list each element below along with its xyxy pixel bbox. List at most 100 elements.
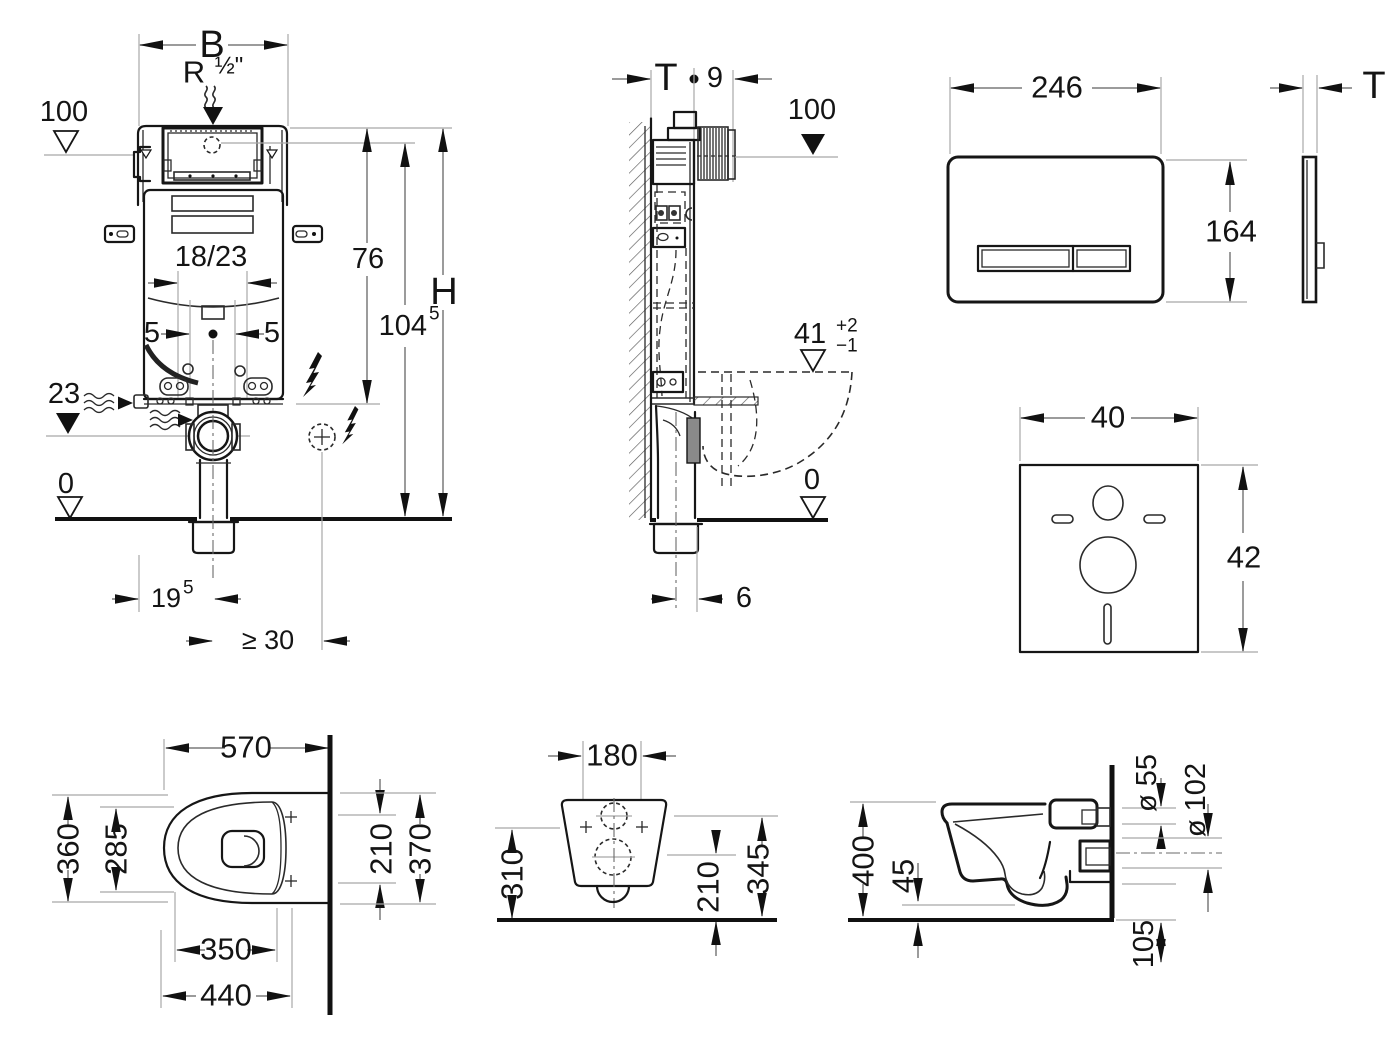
- front-elevation-view: B R ½" 100: [40, 24, 458, 655]
- dim-210-label: 210: [691, 861, 726, 913]
- electrical-connection-point: [308, 406, 359, 451]
- sound-pad: [1018, 463, 1200, 654]
- sound-insulation-pad-view: 40 42: [1018, 400, 1261, 654]
- level-0-marker: [56, 496, 84, 520]
- dim-T-label: T: [1362, 65, 1385, 107]
- dim-310-label: 310: [495, 848, 530, 900]
- dim-40-label: 40: [1091, 400, 1125, 435]
- dim-285-label: 285: [99, 823, 134, 875]
- toilet-top-view: 570 360 285 210: [51, 730, 438, 1015]
- dim-370-label: 370: [403, 823, 438, 875]
- water-inlet-arrows: [83, 392, 193, 431]
- cistern-label-plate: [171, 195, 254, 212]
- dim-41-tol-minus: −1: [836, 336, 858, 357]
- center-point: [208, 329, 218, 339]
- level-23-label: 23: [48, 378, 80, 410]
- toilet-rear-view: 180 310 210 345: [495, 738, 778, 956]
- flush-plate-side: [1301, 155, 1318, 304]
- side-section-view: T 9: [612, 57, 858, 614]
- dim-105-label: 105: [1128, 920, 1160, 968]
- dim-345-label: 345: [741, 843, 776, 895]
- dim-frame-width-label: B: [199, 24, 224, 66]
- flush-plate-side-view: T: [1270, 65, 1386, 304]
- trap-cover: [595, 884, 631, 904]
- dim-min30-label: ≥ 30: [242, 625, 294, 655]
- dim-offset-range-label: 18/23: [175, 241, 248, 273]
- flush-plate: [946, 155, 1165, 304]
- dim-360-label: 360: [51, 823, 86, 875]
- wall-hatch: [629, 122, 651, 520]
- dim-9-label: 9: [707, 62, 723, 94]
- fixing-bolt-marker: [636, 821, 648, 833]
- dim-195-sup: 5: [183, 578, 194, 599]
- level-0-label: 0: [804, 464, 820, 496]
- dim-H-label: H: [430, 271, 457, 313]
- electrical-bolt-icon: [342, 406, 359, 445]
- dim-45-label: 45: [886, 859, 921, 893]
- pad-slot-left: [1051, 514, 1074, 524]
- wall-bracket-left: [103, 224, 136, 244]
- electrical-bolt-icon: [303, 352, 322, 397]
- pad-hole-top: [1092, 485, 1124, 521]
- dim-gap-right-label: 5: [264, 317, 280, 349]
- level-41-marker: [799, 349, 827, 373]
- frame-top-section: [132, 124, 289, 207]
- frame-side-profile: [651, 110, 759, 406]
- wc-side-profile: [940, 798, 1112, 907]
- dim-T-label: T: [654, 57, 677, 99]
- dim-41-tol-plus: +2: [836, 316, 858, 337]
- supply-connection-circle: [203, 136, 221, 154]
- dim-inlet-dia-label: ø 55: [1131, 754, 1163, 812]
- dim-76-label: 76: [352, 243, 384, 275]
- fixing-bolt-marker: [285, 811, 297, 823]
- level-23-marker: [56, 413, 80, 434]
- flush-bend-corrugation: [697, 126, 736, 181]
- dim-42-label: 42: [1227, 540, 1261, 575]
- wc-bowl-outline: [162, 791, 330, 905]
- flush-plate-front-view: 246 164: [946, 70, 1257, 304]
- wc-pan-dashed-outline: [698, 371, 853, 487]
- dim-210-label: 210: [364, 823, 399, 875]
- dim-400-label: 400: [846, 835, 881, 887]
- drain-elbow: [648, 404, 704, 612]
- supply-thread-label: R: [183, 55, 205, 90]
- cistern-mechanism: [133, 343, 322, 409]
- water-supply-arrow: [203, 85, 223, 125]
- dim-104-sup: 5: [429, 304, 440, 325]
- level-0-marker: [799, 496, 827, 520]
- plate-clip: [1316, 242, 1325, 269]
- dim-164-label: 164: [1205, 214, 1257, 249]
- inspection-box: [161, 126, 264, 185]
- level-0-label: 0: [58, 468, 74, 500]
- dim-350-label: 350: [200, 932, 252, 967]
- level-100-label: 100: [788, 94, 836, 126]
- pad-hole-center: [1079, 536, 1137, 594]
- outlet-spigot: [1078, 839, 1112, 873]
- toilet-side-view: 400 45 ø 55 ø 102 105: [846, 754, 1222, 968]
- dim-570-label: 570: [220, 730, 272, 765]
- dim-41-label: 41: [794, 318, 826, 350]
- drain-assembly: [185, 340, 241, 578]
- pad-slot-bottom: [1103, 603, 1112, 645]
- cistern-label-plate: [171, 215, 254, 234]
- dim-6-label: 6: [736, 582, 752, 614]
- level-100-marker: [801, 134, 825, 155]
- dim-outlet-dia-label: ø 102: [1180, 763, 1212, 837]
- dim-440-label: 440: [200, 978, 252, 1013]
- pad-slot-right: [1143, 514, 1166, 524]
- dim-180-label: 180: [586, 738, 638, 773]
- wall-bracket-right: [291, 224, 324, 244]
- dim-195-label: 19: [151, 583, 181, 613]
- supply-thread-size-label: ½": [215, 53, 244, 80]
- dim-gap-left-label: 5: [144, 317, 160, 349]
- dim-246-label: 246: [1031, 70, 1083, 105]
- fixing-bolt-marker: [580, 821, 592, 833]
- fixing-bolt-marker: [285, 875, 297, 887]
- dim-104-label: 104: [379, 310, 427, 342]
- level-100-marker: [52, 130, 80, 154]
- level-100-label: 100: [40, 96, 88, 128]
- flush-buttons: [976, 244, 1132, 273]
- wc-rear-body: [560, 798, 668, 908]
